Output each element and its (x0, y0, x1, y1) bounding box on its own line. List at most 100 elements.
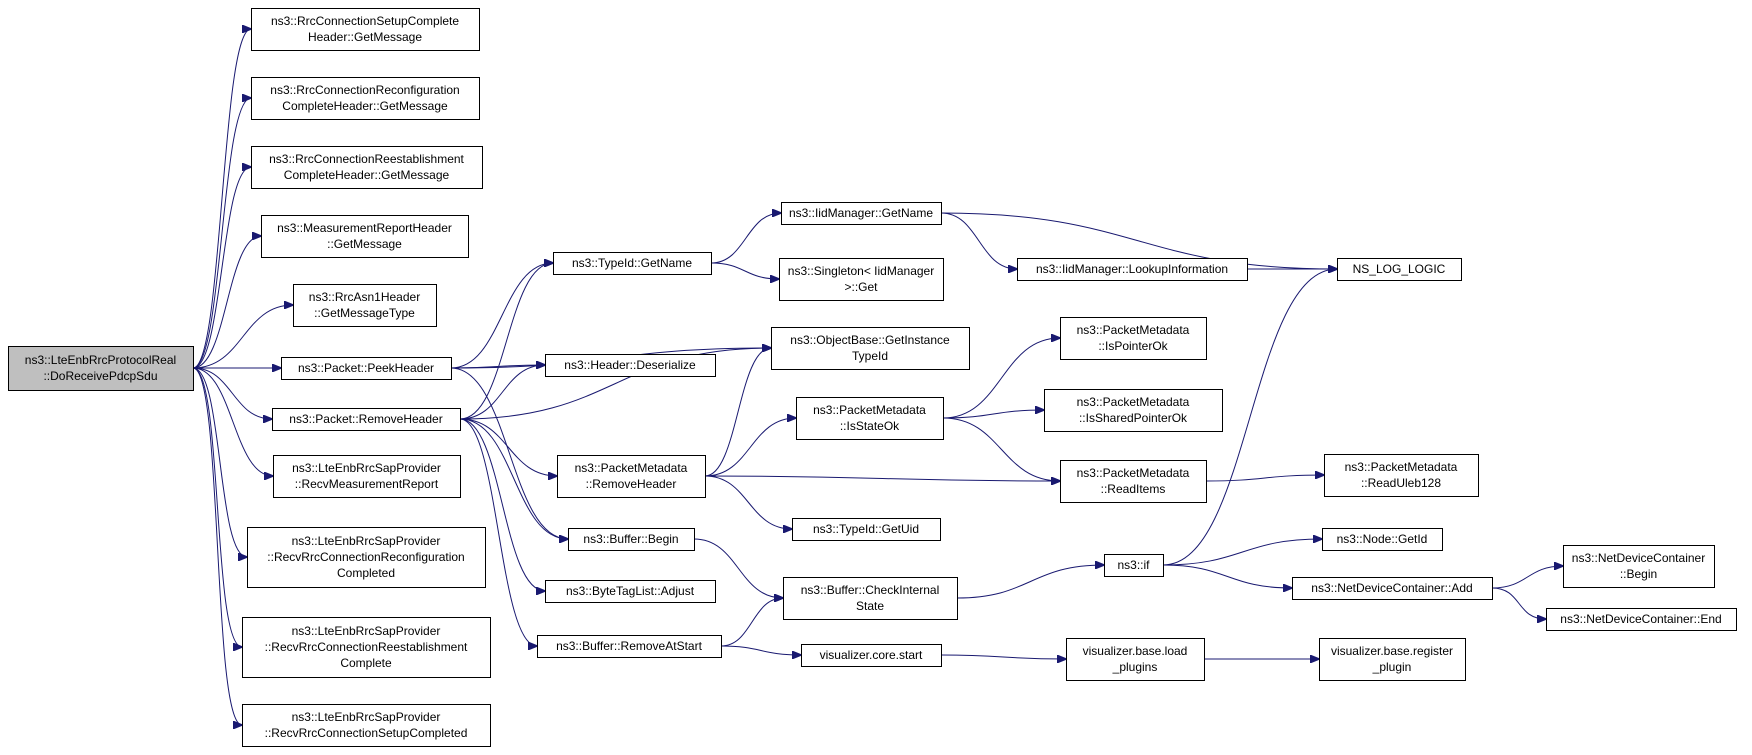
node-box (1060, 460, 1207, 503)
node-ns3-rrcconnectionsetupcompleteheader-getmessage[interactable]: ns3::RrcConnectionSetupCompleteHeader::G… (251, 8, 480, 51)
node-box (792, 518, 941, 541)
node-ns3-packet-peekheader[interactable]: ns3::Packet::PeekHeader (281, 357, 452, 380)
node-label-line: ::RecvMeasurementReport (295, 477, 439, 491)
node-label-line: ns3::RrcConnectionReconfiguration (270, 83, 459, 97)
edge-n7-to-n16 (459, 418, 545, 591)
node-label-line: ns3::LteEnbRrcProtocolReal (25, 353, 176, 367)
node-visualizer-core-start[interactable]: visualizer.core.start (801, 644, 942, 667)
edge-n29-to-n34 (1162, 564, 1292, 588)
node-ns3-iidmanager-getname[interactable]: ns3::IidManager::GetName (781, 202, 942, 225)
node-label-line: ::IsPointerOk (1098, 339, 1168, 353)
node-box (8, 346, 194, 391)
node-ns3-bytetaglist-adjust[interactable]: ns3::ByteTagList::Adjust (545, 580, 716, 603)
node-ns3-packetmetadata-issharedpointerok[interactable]: ns3::PacketMetadata::IsSharedPointerOk (1044, 389, 1223, 432)
node-label-line: ns3::TypeId::GetName (572, 256, 692, 270)
node-visualizer-base-load-plugins[interactable]: visualizer.base.load_plugins (1066, 638, 1205, 681)
node-box (251, 77, 480, 120)
node-label-line: ns3::LteEnbRrcSapProvider (292, 534, 441, 548)
node-box (781, 202, 942, 225)
node-label-line: TypeId (852, 349, 888, 363)
node-ns3-lteenbrrcsapprovider-recvrrcconnectionsetupcompleted[interactable]: ns3::LteEnbRrcSapProvider::RecvRrcConnec… (242, 704, 491, 747)
node-ns3-typeid-getname[interactable]: ns3::TypeId::GetName (553, 252, 712, 275)
node-box (1017, 258, 1248, 281)
node-label-line: ns3::LteEnbRrcSapProvider (292, 710, 441, 724)
node-label-line: ns3::PacketMetadata (1077, 466, 1190, 480)
node-ns3-lteenbrrcprotocolreal-doreceivepdcpsdu[interactable]: ns3::LteEnbRrcProtocolReal::DoReceivePdc… (8, 346, 194, 391)
node-box (545, 580, 716, 603)
edge-n18-to-n25 (940, 212, 1017, 269)
edge-root-to-n5 (192, 305, 293, 369)
node-label-line: >::Get (844, 280, 878, 294)
node-label-line: ns3::PacketMetadata (575, 461, 688, 475)
node-label-line: ns3::Buffer::Begin (583, 532, 678, 546)
edge-n15-to-n23 (693, 538, 783, 598)
node-ns3-packetmetadata-readitems[interactable]: ns3::PacketMetadata::ReadItems (1060, 460, 1207, 503)
node-ns3-singleton-iidmanager-get[interactable]: ns3::Singleton< IidManager>::Get (779, 258, 944, 301)
node-ns3-packet-removeheader[interactable]: ns3::Packet::RemoveHeader (272, 408, 461, 431)
node-ns3-typeid-getuid[interactable]: ns3::TypeId::GetUid (792, 518, 941, 541)
node-label-line: ::RecvRrcConnectionReconfiguration (267, 550, 464, 564)
edge-n29-to-n31 (1162, 269, 1337, 566)
node-visualizer-base-register-plugin[interactable]: visualizer.base.register_plugin (1319, 638, 1466, 681)
node-ns3-packetmetadata-removeheader[interactable]: ns3::PacketMetadata::RemoveHeader (557, 455, 706, 498)
node-label-line: ns3::NetDeviceContainer::Add (1311, 581, 1472, 595)
edge-n7-to-n15 (459, 418, 568, 539)
node-ns3-node-getid[interactable]: ns3::Node::GetId (1322, 528, 1443, 551)
edge-n17-to-n23 (720, 598, 783, 647)
node-ns3-lteenbrrcsapprovider-recvrrcconnectionreconfigurationcompleted[interactable]: ns3::LteEnbRrcSapProvider::RecvRrcConnec… (247, 527, 486, 588)
node-label-line: ns3::PacketMetadata (1077, 395, 1190, 409)
node-ns3-lteenbrrcsapprovider-recvmeasurementreport[interactable]: ns3::LteEnbRrcSapProvider::RecvMeasureme… (273, 455, 461, 498)
node-ns3-rrcconnectionreestablishmentcompleteheader-getmessage[interactable]: ns3::RrcConnectionReestablishmentComplet… (251, 146, 483, 189)
node-box (272, 408, 461, 431)
node-label-line: ns3::Buffer::RemoveAtStart (556, 639, 703, 653)
node-label-line: ns3::ObjectBase::GetInstance (790, 333, 950, 347)
edge-root-to-n7 (192, 367, 272, 419)
node-box (1044, 389, 1223, 432)
edge-root-to-n3 (192, 167, 251, 369)
node-ns3-buffer-begin[interactable]: ns3::Buffer::Begin (568, 528, 695, 551)
node-ns3-measurementreportheader-getmessage[interactable]: ns3::MeasurementReportHeader::GetMessage (261, 215, 469, 258)
node-box (801, 644, 942, 667)
edge-n6-to-n15 (450, 367, 568, 539)
node-ns3-netdevicecontainer-end[interactable]: ns3::NetDeviceContainer::End (1546, 608, 1737, 631)
node-label-line: ns3::Packet::PeekHeader (298, 361, 434, 375)
node-box (1292, 577, 1493, 600)
edge-n28-to-n32 (1205, 475, 1324, 482)
node-ns-log-logic[interactable]: NS_LOG_LOGIC (1337, 258, 1462, 281)
node-ns3-if[interactable]: ns3::if (1104, 554, 1164, 577)
node-label-line: ns3::RrcConnectionSetupComplete (271, 14, 459, 28)
node-label-line: ns3::ByteTagList::Adjust (566, 584, 695, 598)
node-ns3-iidmanager-lookupinformation[interactable]: ns3::IidManager::LookupInformation (1017, 258, 1248, 281)
edge-n14-to-n28 (704, 475, 1060, 481)
node-label-line: NS_LOG_LOGIC (1353, 262, 1446, 276)
node-ns3-buffer-removeatstart[interactable]: ns3::Buffer::RemoveAtStart (537, 635, 722, 658)
node-box (273, 455, 461, 498)
node-box (251, 8, 480, 51)
edge-n34-to-n37 (1491, 587, 1546, 619)
node-label-line: ns3::Packet::RemoveHeader (289, 412, 442, 426)
node-ns3-rrcasn1header-getmessagetype[interactable]: ns3::RrcAsn1Header::GetMessageType (293, 284, 437, 327)
node-ns3-netdevicecontainer-begin[interactable]: ns3::NetDeviceContainer::Begin (1563, 545, 1715, 588)
node-label-line: ::RecvRrcConnectionSetupCompleted (265, 726, 468, 740)
node-label-line: ns3::IidManager::GetName (789, 206, 933, 220)
node-box (553, 252, 712, 275)
node-ns3-packetmetadata-readuleb128[interactable]: ns3::PacketMetadata::ReadUleb128 (1324, 454, 1479, 497)
edge-n6-to-n12 (450, 263, 553, 369)
edge-n14-to-n22 (704, 475, 792, 529)
node-ns3-lteenbrrcsapprovider-recvrrcconnectionreestablishmentcomplete[interactable]: ns3::LteEnbRrcSapProvider::RecvRrcConnec… (242, 617, 491, 678)
node-box (247, 527, 486, 588)
node-box (1322, 528, 1443, 551)
node-box (1546, 608, 1737, 631)
node-label-line: ns3::IidManager::LookupInformation (1036, 262, 1228, 276)
node-ns3-rrcconnectionreconfigurationcompleteheader-getmessage[interactable]: ns3::RrcConnectionReconfigurationComplet… (251, 77, 480, 120)
edge-n12-to-n19 (710, 262, 779, 279)
node-box (242, 617, 491, 678)
node-ns3-packetmetadata-isstateok[interactable]: ns3::PacketMetadata::IsStateOk (796, 397, 944, 440)
node-label-line: ns3::LteEnbRrcSapProvider (292, 461, 441, 475)
node-ns3-netdevicecontainer-add[interactable]: ns3::NetDeviceContainer::Add (1292, 577, 1493, 600)
node-ns3-header-deserialize[interactable]: ns3::Header::Deserialize (545, 354, 716, 377)
node-ns3-packetmetadata-ispointerok[interactable]: ns3::PacketMetadata::IsPointerOk (1060, 317, 1207, 360)
node-label-line: _plugins (1112, 660, 1158, 674)
